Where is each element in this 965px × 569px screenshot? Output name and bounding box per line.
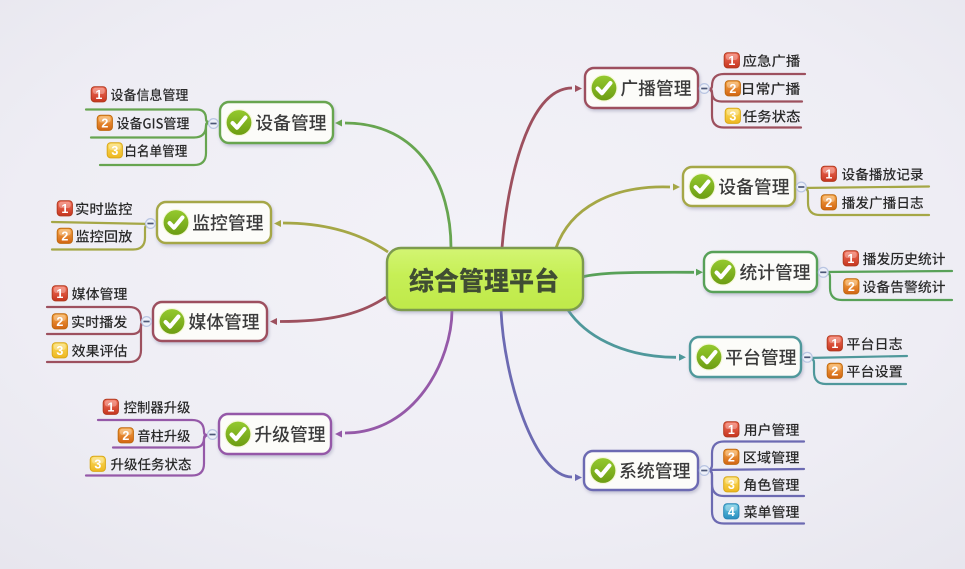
svg-text:1: 1 — [56, 287, 63, 301]
svg-text:1: 1 — [825, 168, 832, 182]
svg-text:1: 1 — [107, 401, 114, 415]
svg-text:1: 1 — [728, 54, 735, 68]
svg-text:2: 2 — [728, 451, 735, 465]
svg-text:3: 3 — [111, 144, 118, 158]
svg-text:2: 2 — [825, 196, 832, 210]
svg-text:1: 1 — [728, 423, 735, 437]
svg-text:3: 3 — [94, 458, 101, 472]
svg-text:1: 1 — [95, 88, 102, 102]
svg-text:2: 2 — [56, 315, 63, 329]
svg-text:3: 3 — [729, 110, 736, 124]
svg-text:2: 2 — [831, 365, 838, 379]
svg-text:1: 1 — [61, 202, 68, 216]
svg-text:2: 2 — [122, 429, 129, 443]
svg-text:2: 2 — [61, 230, 68, 244]
svg-text:1: 1 — [831, 337, 838, 351]
svg-text:4: 4 — [728, 505, 735, 519]
svg-text:2: 2 — [848, 280, 855, 294]
svg-text:2: 2 — [101, 117, 108, 131]
svg-text:3: 3 — [56, 344, 63, 358]
svg-text:3: 3 — [728, 478, 735, 492]
svg-text:2: 2 — [729, 82, 736, 96]
svg-text:1: 1 — [847, 252, 854, 266]
